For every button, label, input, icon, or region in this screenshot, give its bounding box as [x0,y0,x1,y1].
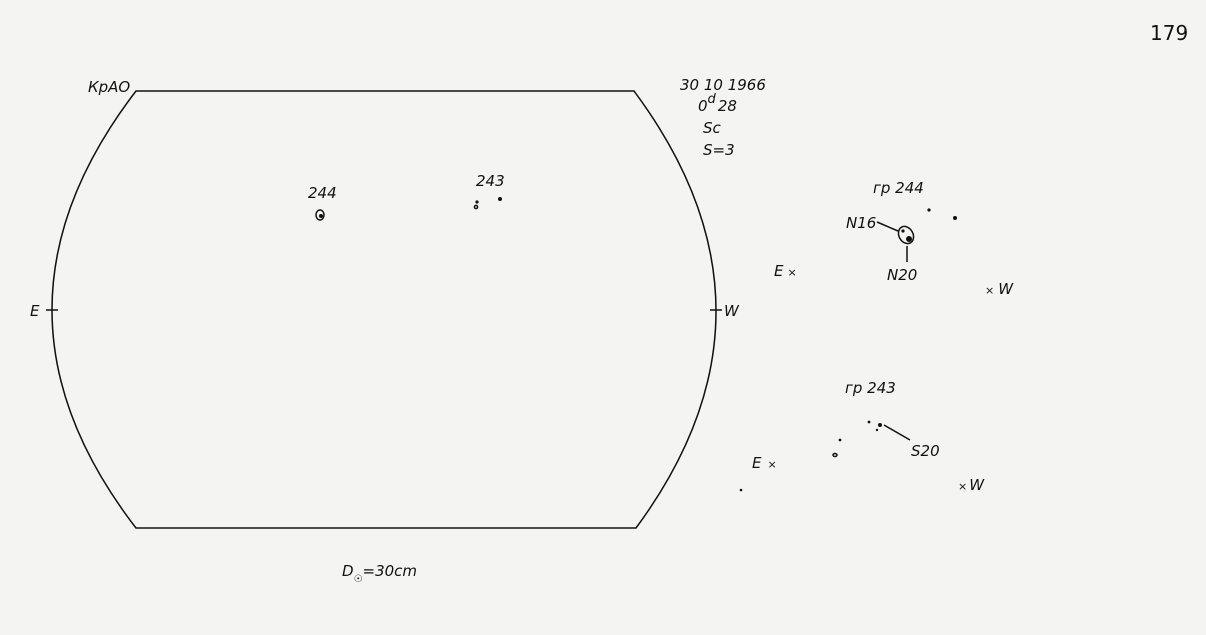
sunspot-umbra [901,229,905,233]
leader-line [876,221,899,232]
detail-group-243: гр 243 S20 E× ×W [739,379,985,494]
disk-west-label: W [724,302,740,320]
sunspot-umbra [319,214,323,218]
disk-group-244: 244 [308,184,337,221]
sunspot [475,200,479,204]
group-title: гр 244 [873,179,924,197]
diameter-label: D☉=30cm [342,562,417,585]
observatory-label: КрАО [88,78,130,96]
sunspot [315,209,325,221]
sunspot [927,208,931,212]
sunspot [832,452,838,458]
sunspot [878,423,882,427]
solar-disk-outline: E W [30,90,740,529]
observation-quality: Sc [703,119,722,137]
sunspot [473,204,479,210]
sunspot [867,420,871,424]
group-label: 244 [308,184,337,202]
detail-east-label: E× [752,454,777,472]
annotation-s20: S20 [911,442,940,460]
disk-east-label: E [30,302,40,320]
detail-east-label: E× [774,262,797,280]
sunspot [953,216,957,220]
detail-group-244: гр 244 N16 N20 E× ×W [774,179,1014,298]
detail-west-label: ×W [958,476,985,494]
disk-group-243: 243 [473,172,505,210]
sunspot [875,428,879,432]
observation-seeing: S=3 [703,141,735,159]
sunspot-penumbra [897,225,915,245]
leader-line [883,424,911,441]
annotation-n20: N20 [887,266,917,284]
page-number: 179 [1150,21,1188,45]
disk-boundary [51,90,717,529]
sunspot-umbra [906,236,912,242]
sunspot [838,438,842,442]
group-title: гр 243 [845,379,896,397]
sunspot [498,197,502,201]
group-label: 243 [476,172,505,190]
detail-west-label: ×W [985,280,1014,298]
annotation-n16: N16 [846,214,876,232]
sunspot [739,488,743,492]
observation-date: 30 10 1966 [680,76,766,94]
